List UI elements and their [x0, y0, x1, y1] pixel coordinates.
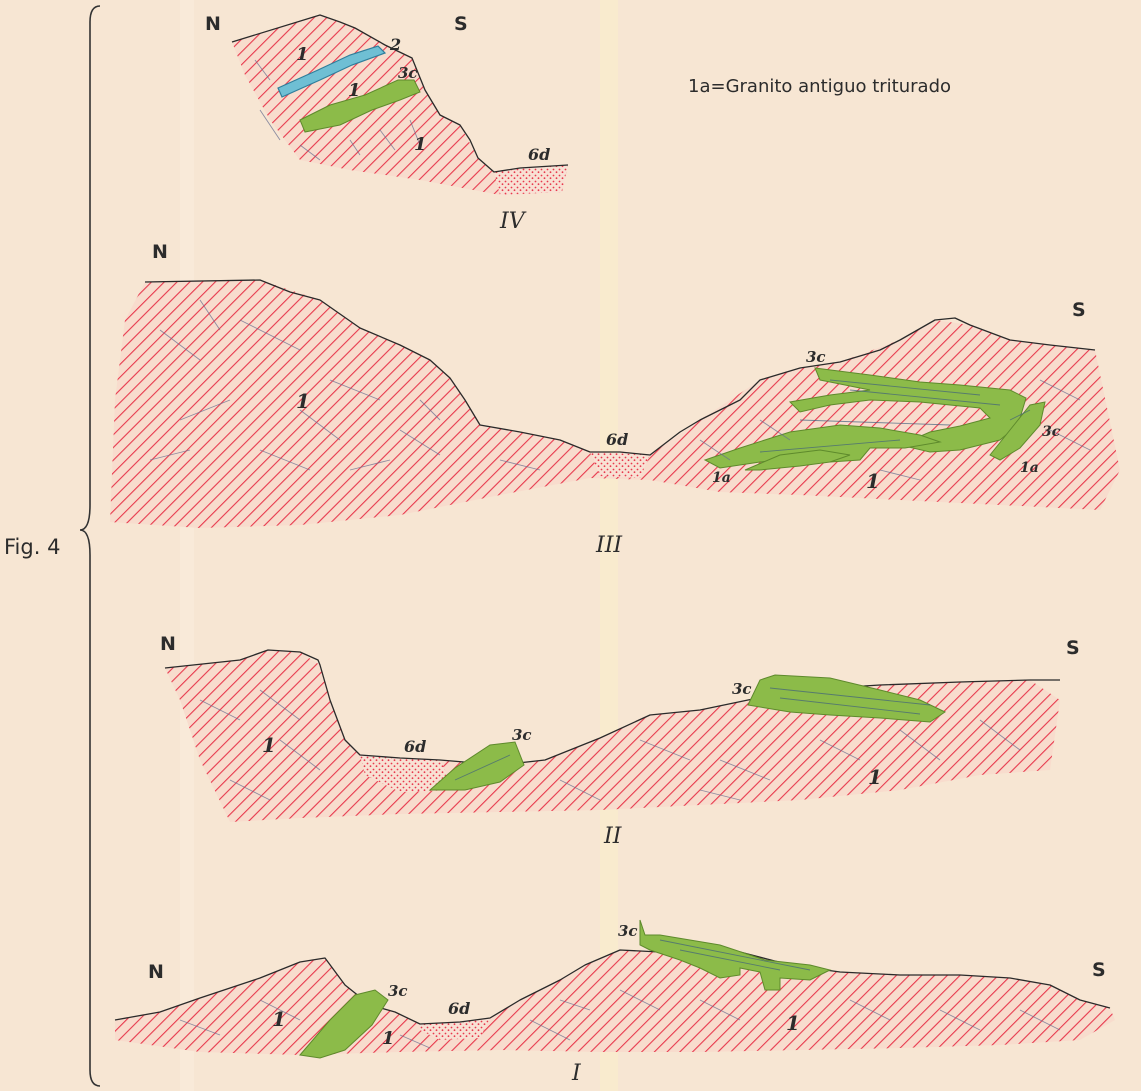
unit-label: 3c	[732, 680, 752, 698]
section-roman: IV	[499, 209, 527, 234]
unit-label: 6d	[404, 737, 426, 756]
scan-band	[180, 0, 194, 1091]
figure-brace	[80, 6, 100, 1086]
unit-label: 1	[868, 765, 882, 789]
unit-label: 2	[389, 35, 401, 54]
unit-label: 6d	[606, 430, 628, 449]
granite-mass	[115, 945, 1115, 1055]
north-label: N	[148, 961, 164, 983]
unit-label: 1	[262, 733, 276, 757]
unit-label: 6d	[528, 145, 550, 164]
sediment-6d	[494, 165, 568, 195]
unit-label: 3c	[398, 64, 418, 82]
unit-label: 3c	[618, 922, 638, 940]
unit-label: 1a	[712, 470, 731, 486]
north-label: N	[160, 633, 176, 655]
unit-label: 3c	[806, 348, 826, 366]
unit-label: 1	[272, 1007, 286, 1031]
unit-label: 1	[786, 1011, 800, 1035]
unit-label: 1a	[1020, 460, 1039, 476]
section-ii: N S 1 1 3c 3c 6d II	[160, 633, 1080, 849]
north-label: N	[205, 13, 221, 35]
unit-label: 1	[382, 1028, 395, 1049]
unit-label: 3c	[388, 982, 408, 1000]
section-roman: II	[603, 824, 623, 849]
south-label: S	[454, 13, 468, 35]
unit-label: 3c	[1042, 424, 1061, 440]
unit-label: 1	[866, 469, 880, 493]
unit-label: 3c	[512, 726, 532, 744]
south-label: S	[1072, 299, 1086, 321]
unit-label: 1	[296, 44, 309, 65]
unit-label: 1	[296, 389, 310, 413]
unit-label: 1	[348, 80, 361, 101]
north-label: N	[152, 241, 168, 263]
south-label: S	[1066, 637, 1080, 659]
figure-label: Fig. 4	[4, 535, 60, 559]
section-iv: N S 1 1 1 2 3c 6d IV	[205, 13, 568, 234]
section-roman: III	[595, 533, 623, 558]
unit-label: 1	[414, 134, 427, 155]
unit-label: 6d	[448, 999, 470, 1018]
legend-text: 1a=Granito antiguo triturado	[688, 76, 951, 97]
south-label: S	[1092, 959, 1106, 981]
section-roman: I	[571, 1061, 582, 1086]
